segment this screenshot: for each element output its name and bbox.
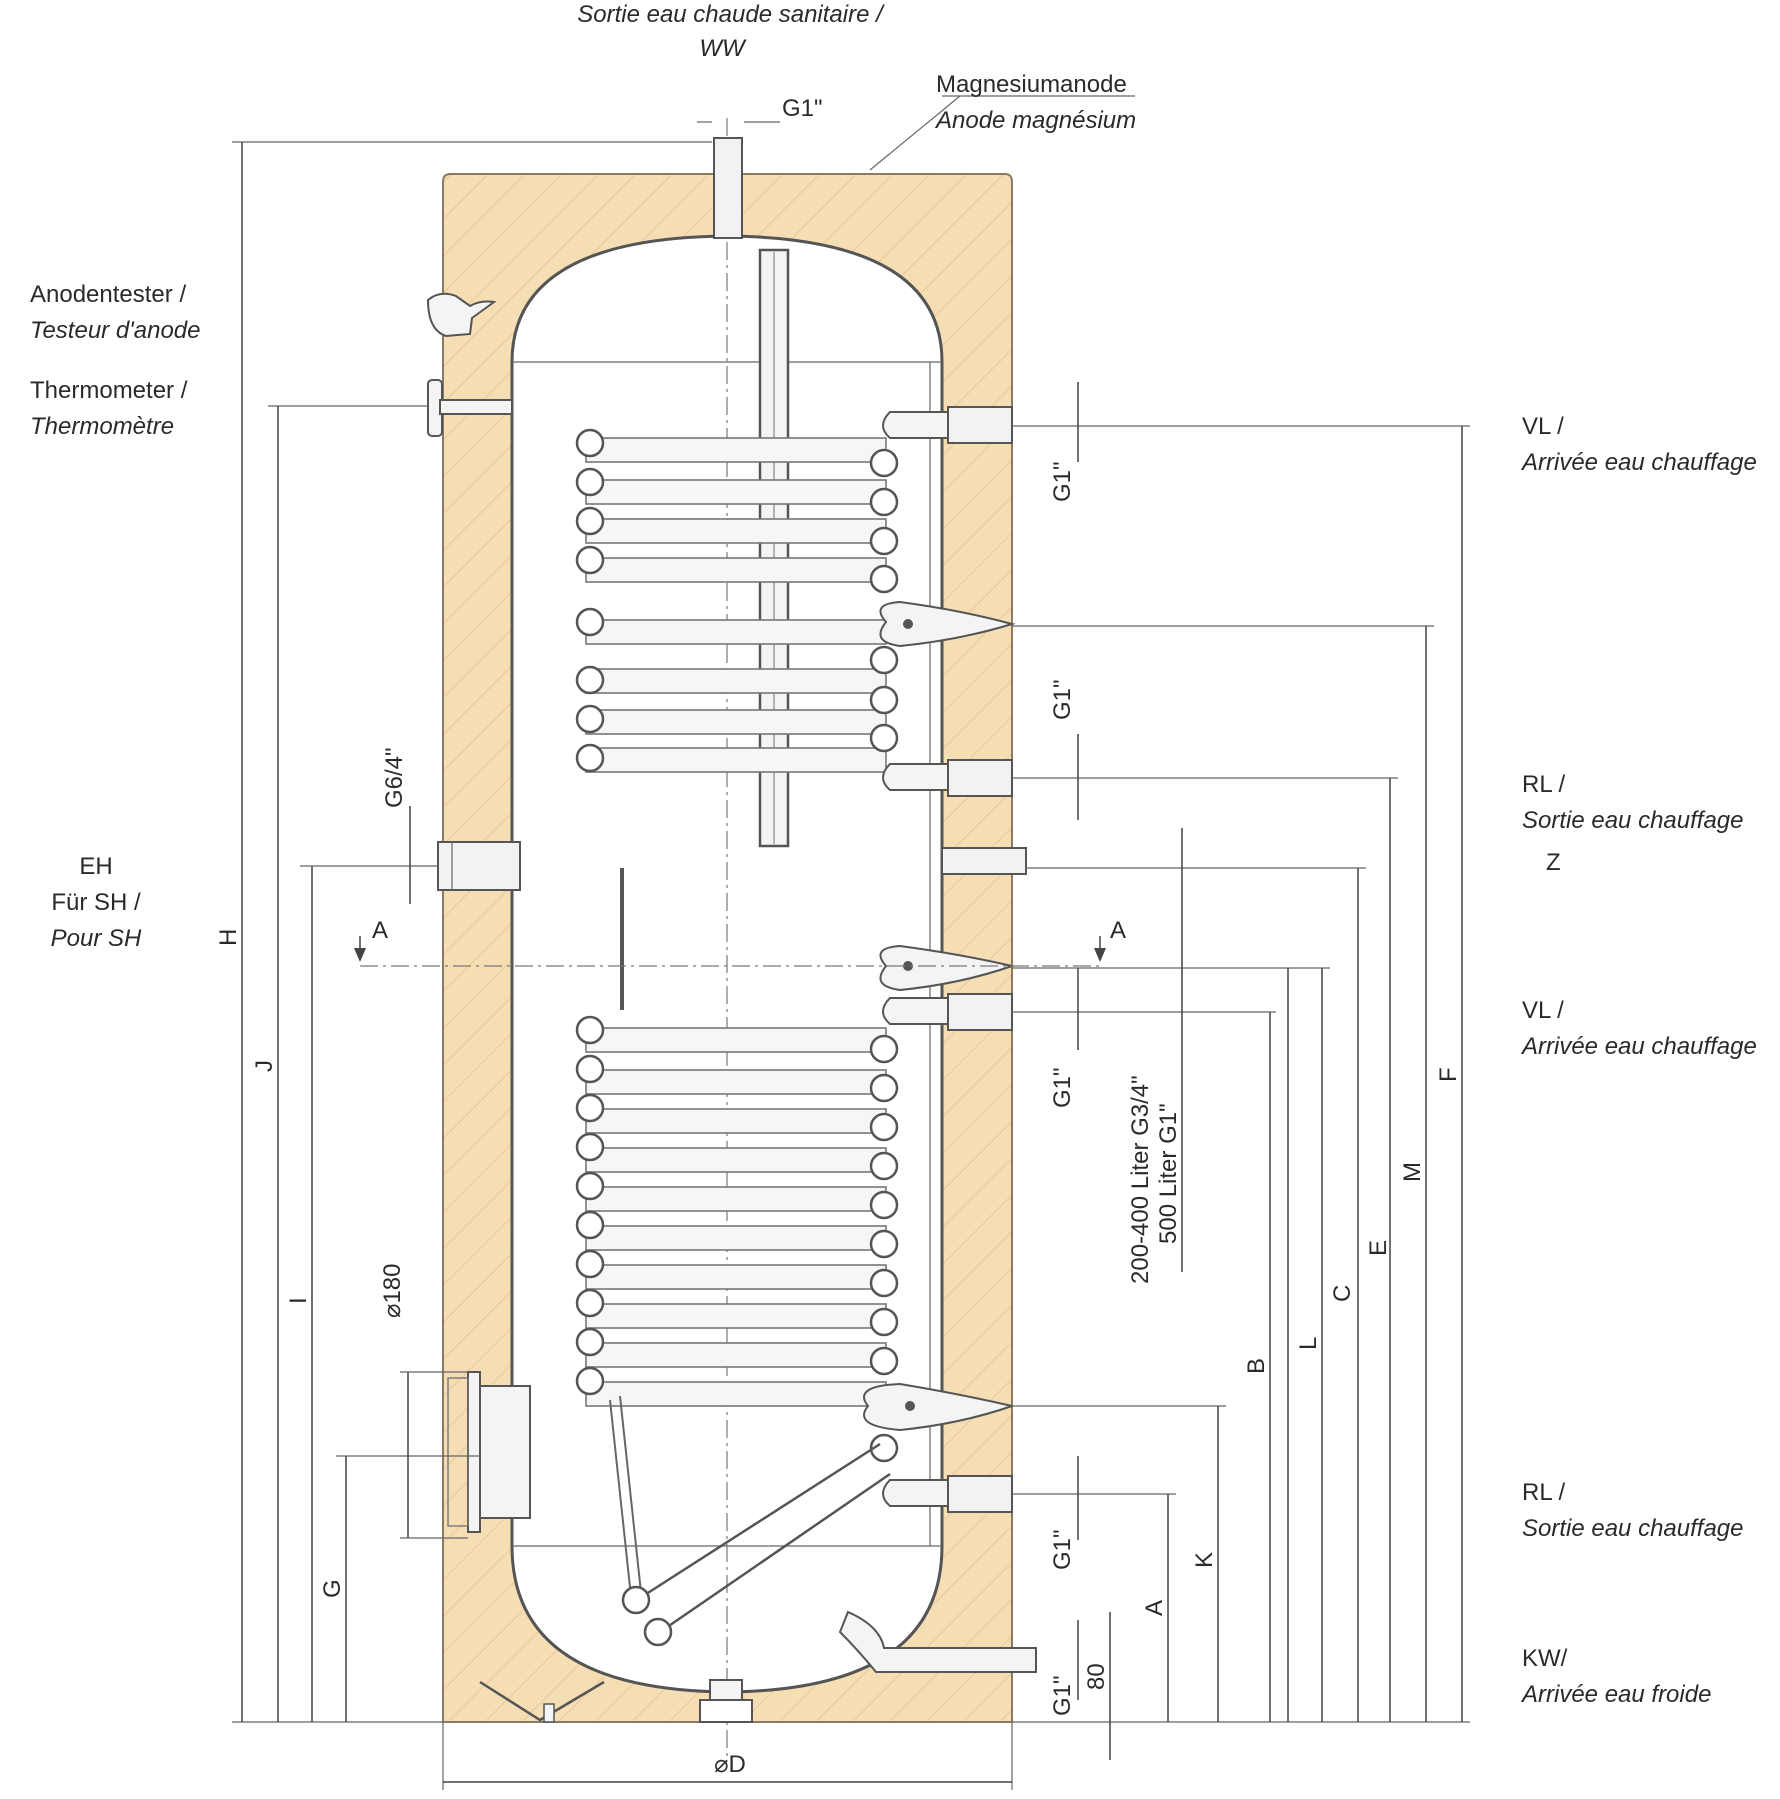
dim-g1-kw: G1" <box>1049 1675 1076 1716</box>
rl-top-label-line1: RL / <box>1522 771 1565 798</box>
dim-h: H <box>215 929 242 946</box>
dim-g1-rl-top: G1" <box>1049 679 1076 720</box>
dim-80: 80 <box>1083 1663 1110 1690</box>
dim-i: I <box>285 1297 312 1304</box>
left-connections <box>426 292 753 1723</box>
eh-label-line1: EH <box>79 853 112 880</box>
dim-g1-rl-bot: G1" <box>1049 1529 1076 1570</box>
thermometer-label-line2: Thermomètre <box>30 413 174 440</box>
upper-coil <box>575 428 899 773</box>
dim-g6-4: G6/4" <box>381 747 408 808</box>
hot-water-outlet <box>697 121 780 239</box>
size-note-line2: 500 Liter G1" <box>1155 1103 1182 1244</box>
section-a-right: A <box>1110 917 1126 944</box>
size-note-line1: 200-400 Liter G3/4" <box>1127 1075 1154 1284</box>
ww-label-line1: Sortie eau chaude sanitaire / <box>577 1 885 28</box>
kw-label-line2: Arrivée eau froide <box>1520 1681 1711 1708</box>
rl-bot-label-line2: Sortie eau chauffage <box>1522 1515 1744 1542</box>
dim-g: G <box>319 1579 346 1598</box>
dim-g1-top: G1" <box>782 95 823 122</box>
dim-g1-vl-mid: G1" <box>1049 1067 1076 1108</box>
vl-top-label-line2: Arrivée eau chauffage <box>1520 449 1757 476</box>
section-line-a <box>354 936 1106 967</box>
section-a-left: A <box>372 917 388 944</box>
dim-j: J <box>251 1060 278 1072</box>
rl-top-label-line2: Sortie eau chauffage <box>1522 807 1744 834</box>
labels: Sortie eau chaude sanitaire / WW Magnesi… <box>30 1 1757 1708</box>
dim-a: A <box>1141 1600 1168 1616</box>
vl-mid-label-line1: VL / <box>1522 997 1564 1024</box>
dim-diameter-d: ⌀D <box>714 1751 746 1778</box>
dim-k: K <box>1191 1552 1218 1568</box>
anode-label-line1: Magnesiumanode <box>936 71 1127 98</box>
thermometer-label-line1: Thermometer / <box>30 377 188 404</box>
dim-l: L <box>1295 1337 1322 1350</box>
vl-top-label-line1: VL / <box>1522 413 1564 440</box>
dim-b: B <box>1243 1358 1270 1374</box>
left-dimension-lines <box>232 141 712 1723</box>
vl-mid-label-line2: Arrivée eau chauffage <box>1520 1033 1757 1060</box>
dim-e: E <box>1365 1240 1392 1256</box>
rl-bot-label-line1: RL / <box>1522 1479 1565 1506</box>
eh-label-line2: Für SH / <box>51 889 141 916</box>
dim-c: C <box>1329 1285 1356 1302</box>
dim-diameter-180: ⌀180 <box>379 1264 406 1319</box>
dimension-labels: G1" G1" G1" G1" G1" G1" 80 G6/4" 200-400… <box>215 95 1462 1778</box>
lower-coil <box>575 868 899 1647</box>
dim-g1-vl-top: G1" <box>1049 461 1076 502</box>
ww-label-line2: WW <box>699 35 747 62</box>
magnesium-anode <box>758 95 1135 848</box>
dim-f: F <box>1435 1067 1462 1082</box>
dim-m: M <box>1399 1162 1426 1182</box>
kw-label-line1: KW/ <box>1522 1645 1568 1672</box>
anodetester-label-line2: Testeur d'anode <box>30 317 201 344</box>
eh-label-line3: Pour SH <box>51 925 142 952</box>
right-dimension-lines <box>442 382 1470 1790</box>
anodetester-label-line1: Anodentester / <box>30 281 186 308</box>
z-label: Z <box>1546 849 1561 876</box>
anode-label-line2: Anode magnésium <box>934 107 1136 134</box>
